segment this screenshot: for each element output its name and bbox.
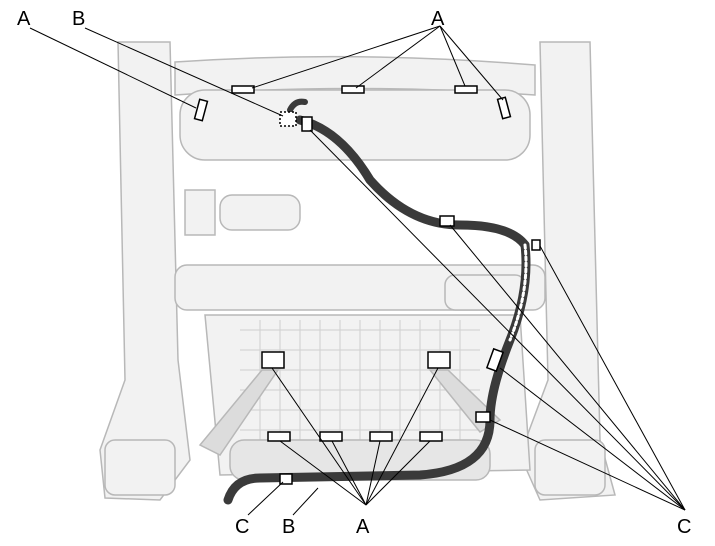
callout-a-top-left: A [17,8,31,30]
clip-a [419,431,443,442]
callout-c-bottom-right: C [677,516,691,538]
callout-labels: A B A C B A C [17,8,691,538]
clip-a [454,85,478,94]
clip-a [369,431,393,442]
clip-c [531,239,541,251]
clip-c [439,215,455,227]
clip-a [267,431,291,442]
callout-a-top-right: A [431,8,445,30]
clip-a [427,351,451,369]
clip-c [279,473,293,485]
clip-a [231,85,255,94]
clip-a [193,98,209,122]
callout-b-bottom: B [282,516,295,538]
clip-c [475,411,491,423]
seat-frame [99,41,616,501]
clip-b [301,116,313,132]
callout-a-bottom: A [356,516,370,538]
clip-a [319,431,343,442]
clips [193,85,541,485]
clip-a [261,351,285,369]
callout-c-bottom: C [235,516,249,538]
connector-b [279,111,297,127]
clip-c [485,347,505,373]
leader-lines [29,25,686,516]
callout-b-top-left: B [72,8,85,30]
clip-a [341,85,365,94]
